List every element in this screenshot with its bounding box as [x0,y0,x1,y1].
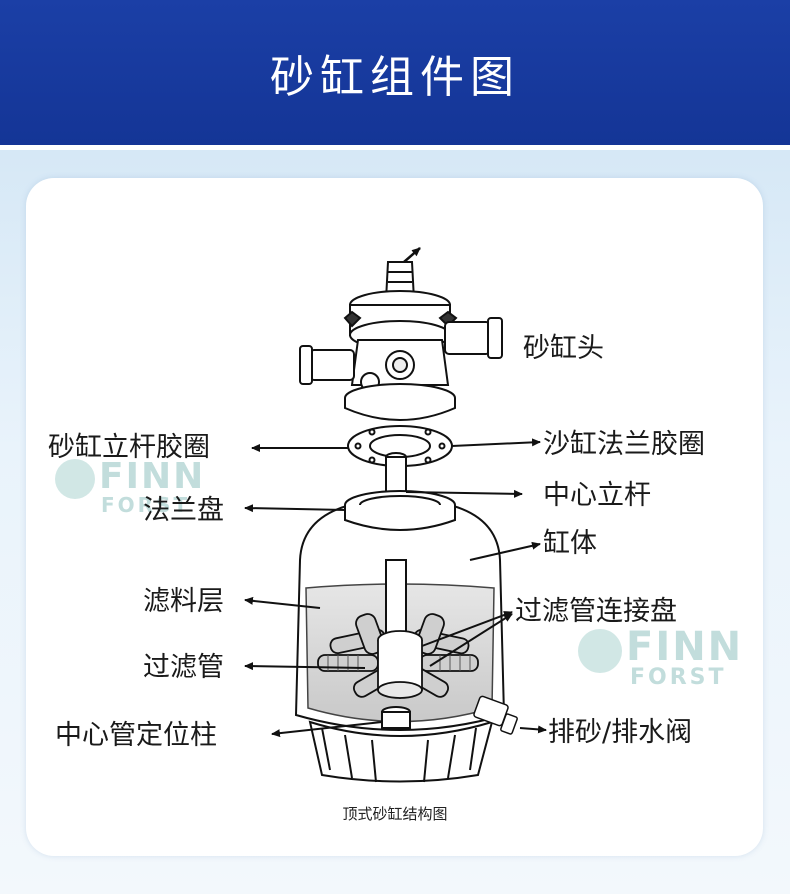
label-valve-head: 砂缸头 [523,335,604,362]
center-locating-post [382,707,410,728]
tank-base [310,722,492,782]
label-lateral-hub: 过滤管连接盘 [515,598,677,625]
multiport-valve-head [300,248,502,420]
arrow-flange-plate [245,508,346,510]
arrow-drain-valve [520,728,546,730]
label-flange-seal: 沙缸法兰胶圈 [543,431,705,458]
label-laterals: 过滤管 [143,654,224,681]
label-drain-valve: 排砂/排水阀 [548,719,692,746]
label-flange-plate: 法兰盘 [143,497,224,524]
label-center-post: 中心管定位柱 [55,722,217,749]
label-tank-body: 缸体 [543,530,597,557]
diagram-caption: 顶式砂缸结构图 [0,803,790,824]
label-center-rod: 中心立杆 [543,482,651,509]
label-rod-seal: 砂缸立杆胶圈 [48,434,210,461]
arrow-flange-seal [452,442,540,446]
label-media-layer: 滤料层 [143,588,224,615]
